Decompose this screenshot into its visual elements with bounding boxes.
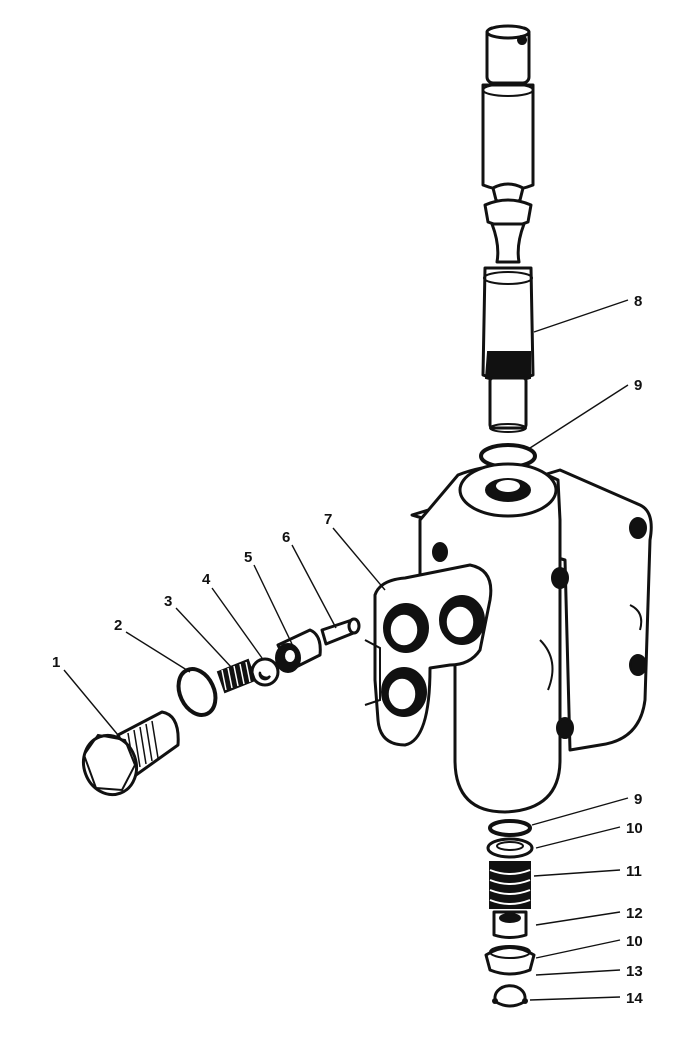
callout-10-lower: 10 <box>626 933 643 950</box>
spring-part <box>216 658 257 694</box>
callout-8: 8 <box>634 293 642 310</box>
callout-12: 12 <box>626 905 643 922</box>
callout-14: 14 <box>626 990 643 1007</box>
leader-lines <box>63 299 629 1001</box>
callout-11: 11 <box>626 863 642 880</box>
valve-body-part <box>364 462 653 814</box>
centering-spring-part <box>489 861 531 909</box>
poppet-part <box>275 628 322 673</box>
callout-2: 2 <box>114 617 122 634</box>
callout-13: 13 <box>626 963 643 980</box>
callout-labels: 1 2 3 4 5 6 7 8 9 9 10 11 12 10 13 14 <box>52 293 643 1007</box>
callout-3: 3 <box>164 593 172 610</box>
lower-o-ring-part <box>488 819 532 837</box>
plug-part <box>82 710 180 797</box>
spacer-part <box>492 910 528 939</box>
callout-7: 7 <box>324 511 332 528</box>
callout-4: 4 <box>202 571 211 588</box>
snap-ring-part <box>492 984 528 1008</box>
spool-part <box>481 24 535 433</box>
callout-10-upper: 10 <box>626 820 643 837</box>
callout-9-lower: 9 <box>634 791 642 808</box>
callout-5: 5 <box>244 549 252 566</box>
callout-9-upper: 9 <box>634 377 642 394</box>
ball-part <box>250 657 280 687</box>
upper-spring-seat-part <box>486 837 534 859</box>
plug-o-ring-part <box>176 667 218 717</box>
lower-spring-seat-part <box>484 945 536 976</box>
callout-1: 1 <box>52 654 60 671</box>
callout-6: 6 <box>282 529 290 546</box>
pin-part <box>320 617 361 646</box>
